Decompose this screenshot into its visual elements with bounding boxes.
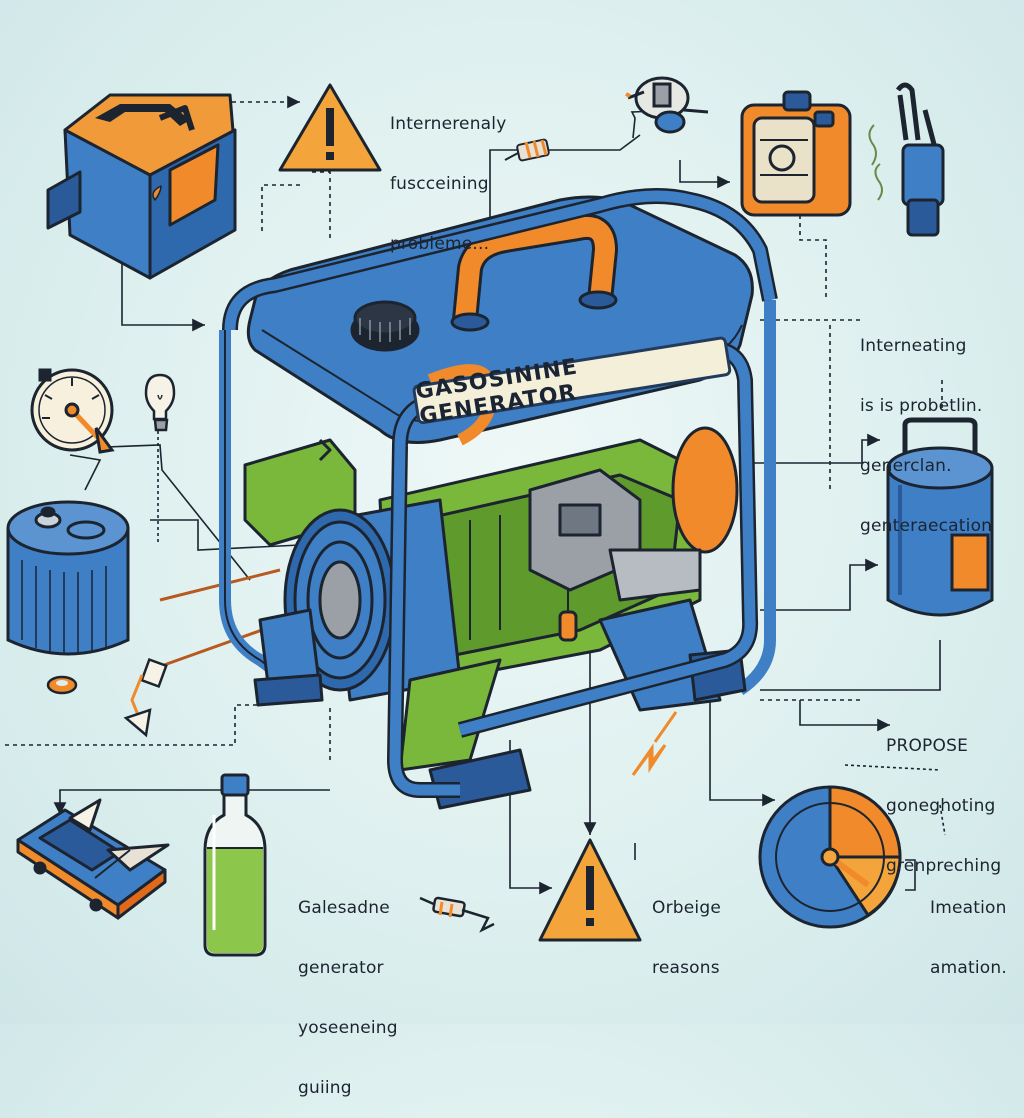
generator-illustration: [219, 188, 778, 810]
callout-line: grenpreching: [886, 856, 1002, 876]
gas-cylinder-icon: [886, 417, 994, 617]
callout-line: generclan.: [860, 456, 952, 476]
fuse-icon: [504, 138, 550, 162]
fuel-filter-icon: [6, 500, 130, 656]
spark-zigzag-icon: [631, 711, 678, 776]
pressure-gauge-icon: [30, 368, 115, 454]
callout-line: amation.: [930, 958, 1007, 978]
callout-line: Orbeige: [652, 898, 721, 918]
warning-icon-bottom: [538, 838, 642, 942]
spark-plug-icon: [625, 76, 709, 134]
callout-line: is is probetlin.: [860, 396, 983, 416]
callout-line: generator: [298, 958, 384, 978]
callout-line: reasons: [652, 958, 720, 978]
callout-line: Imeation: [930, 898, 1007, 918]
callout-line: guiing: [298, 1078, 352, 1098]
oring-icon: [46, 675, 78, 695]
callout-line: Internerenaly: [390, 114, 507, 134]
oil-bottle-icon: [203, 773, 267, 957]
wrench-clamp-icon: [868, 82, 945, 237]
fuel-can-icon: [46, 93, 237, 280]
callout-right-lower: PROPOSE goneghoting grenpreching: [886, 696, 1001, 896]
callout-line: Galesadne: [298, 898, 390, 918]
callout-line: yoseeneing: [298, 1018, 398, 1038]
toolkit-icon: [16, 798, 170, 920]
callout-top-center: Internerenaly fuscceining probleme...: [390, 74, 507, 274]
callout-line: PROPOSE: [886, 736, 969, 756]
callout-bottom-left: Galesadne generator yoseeneing guiing: [298, 858, 398, 1118]
callout-line: genteraecation: [860, 516, 993, 536]
oil-canister-icon: [740, 90, 852, 217]
callout-bottom-right: Imeation amation.: [930, 858, 1007, 998]
light-bulb-icon: [144, 373, 176, 432]
dial-meter-icon: [758, 785, 902, 929]
callout-line: probleme...: [390, 234, 490, 254]
fuel-line-icon: [123, 657, 168, 738]
callout-right-middle: Interneating is is probetlin. generclan.…: [860, 296, 992, 556]
fuse-icon-bottom: [419, 896, 495, 933]
warning-icon: [278, 83, 382, 172]
callout-line: fuscceining: [390, 174, 489, 194]
callout-line: Interneating: [860, 336, 967, 356]
callout-line: goneghoting: [886, 796, 996, 816]
diagram-canvas: [5, 76, 994, 957]
callout-bottom-center: Orbeige reasons: [652, 858, 721, 998]
